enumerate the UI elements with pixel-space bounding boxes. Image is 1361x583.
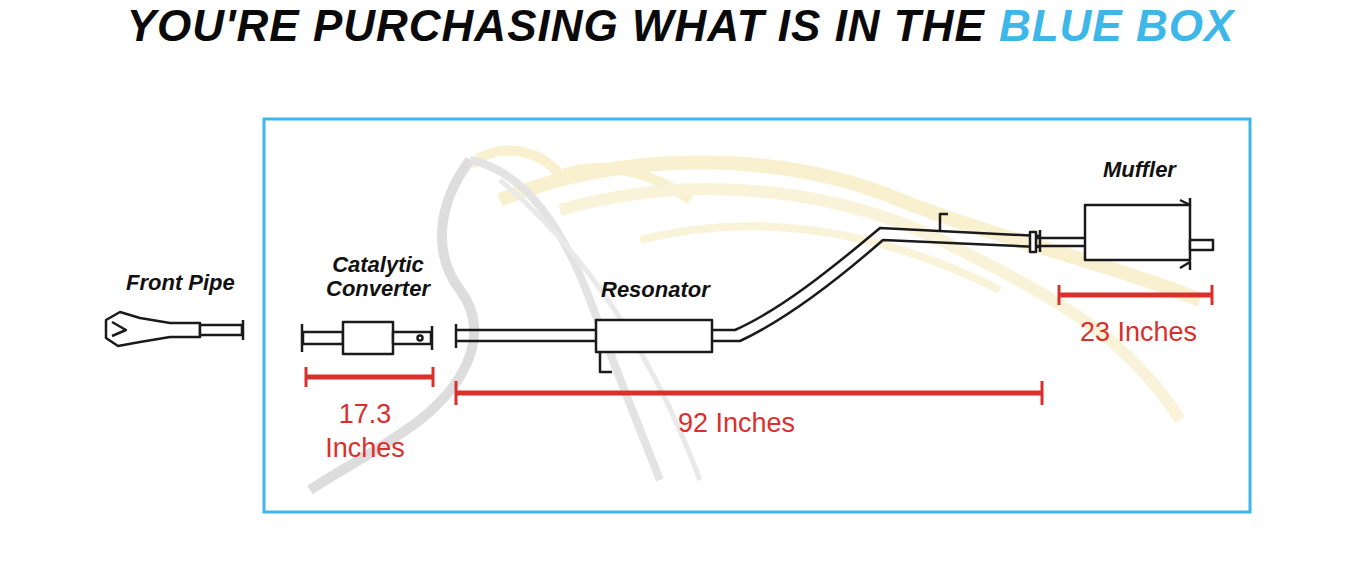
part-name: Resonator — [601, 277, 710, 303]
part-name: Front Pipe — [126, 270, 235, 296]
heading-highlight: BLUE BOX — [999, 2, 1234, 50]
dimension: 92 Inches — [678, 408, 795, 439]
part-name: Catalytic Converter — [319, 253, 437, 301]
title-row: YOU'RE PURCHASING WHAT IS IN THE BLUE BOX — [4, 2, 1357, 50]
heading: YOU'RE PURCHASING WHAT IS IN THE — [127, 2, 985, 50]
dimension: 23 Inches — [1080, 317, 1197, 348]
dimension: 17.3 Inches — [310, 397, 420, 465]
part-name: Muffler — [1103, 157, 1176, 183]
